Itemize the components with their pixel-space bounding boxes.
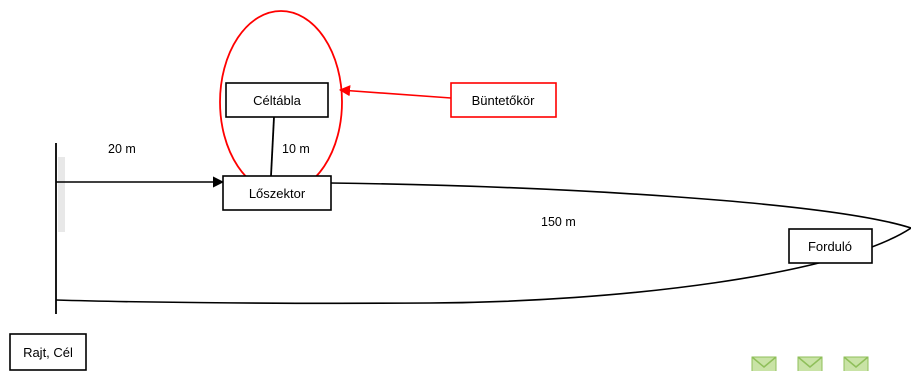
penalty-arrow <box>338 85 452 99</box>
course-loop <box>55 182 911 305</box>
target-connector <box>270 116 275 177</box>
penalty-loop-box <box>450 82 557 118</box>
distance-20m: 20 m <box>108 142 136 156</box>
ammo-sector-label: Lőszektor <box>249 186 306 201</box>
start-finish-box <box>9 333 87 371</box>
penalty-loop-label: Büntetőkör <box>472 93 536 108</box>
turn-point-box <box>788 228 873 264</box>
envelope-icon <box>843 356 869 371</box>
distance-10m: 10 m <box>282 142 310 156</box>
distance-150m: 150 m <box>541 215 576 229</box>
ammo-sector-box <box>222 175 332 211</box>
start-finish-label: Rajt, Cél <box>23 345 73 360</box>
turn-point-label: Forduló <box>808 239 852 254</box>
target-box <box>225 82 329 118</box>
start-shadow <box>58 157 65 232</box>
target-label: Céltábla <box>253 93 301 108</box>
envelope-icon <box>751 356 777 371</box>
envelope-icon <box>797 356 823 371</box>
